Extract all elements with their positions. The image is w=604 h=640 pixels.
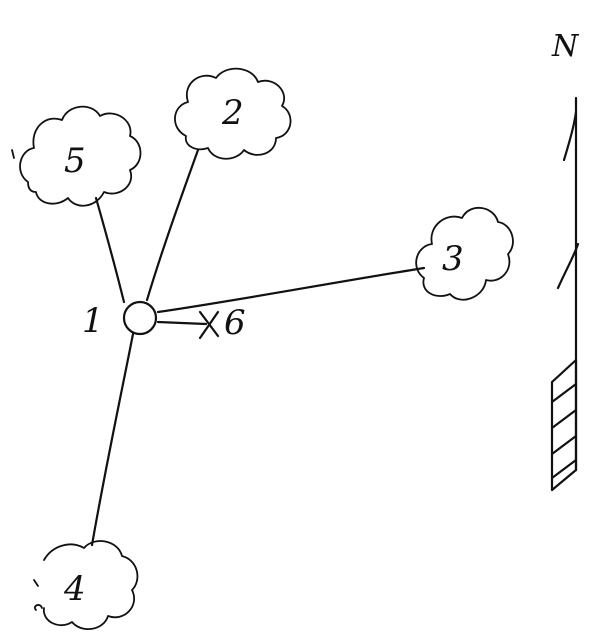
edge-1-5 <box>94 196 126 304</box>
north-arrow-upper-feather <box>562 110 578 162</box>
node-4-cloud-stray-mark <box>33 579 43 611</box>
node-6-label: 6 <box>224 303 246 343</box>
node-1-circle <box>122 300 158 336</box>
node-6: 6 <box>198 303 246 343</box>
north-arrow-label: N <box>551 29 580 64</box>
node-4: 4 <box>33 540 139 630</box>
node-2-label: 2 <box>221 93 244 133</box>
north-arrow-lower-feather <box>556 242 580 290</box>
node-1: 1 <box>82 300 158 341</box>
node-5: 5 <box>11 105 142 207</box>
node-5-label: 5 <box>64 141 86 181</box>
node-5-cloud-icon <box>19 105 142 207</box>
edge-1-3 <box>156 266 426 314</box>
node-4-label: 4 <box>63 569 86 609</box>
node-5-cloud-stray-mark <box>11 149 15 159</box>
north-arrow: N <box>550 29 580 492</box>
node-2: 2 <box>174 67 292 160</box>
node-2-cloud-icon <box>174 67 292 160</box>
edge-1-4 <box>90 332 135 547</box>
node-4-cloud-icon <box>43 540 139 630</box>
edges <box>90 148 426 547</box>
node-6-cross-icon <box>198 310 220 340</box>
node-3: 3 <box>415 207 514 301</box>
node-1-label: 1 <box>82 301 104 341</box>
edge-1-2 <box>145 148 200 302</box>
node-3-cloud-icon <box>415 207 514 301</box>
north-arrow-hatched-tail <box>550 358 578 492</box>
edge-1-6 <box>156 320 208 326</box>
node-3-label: 3 <box>442 239 464 279</box>
